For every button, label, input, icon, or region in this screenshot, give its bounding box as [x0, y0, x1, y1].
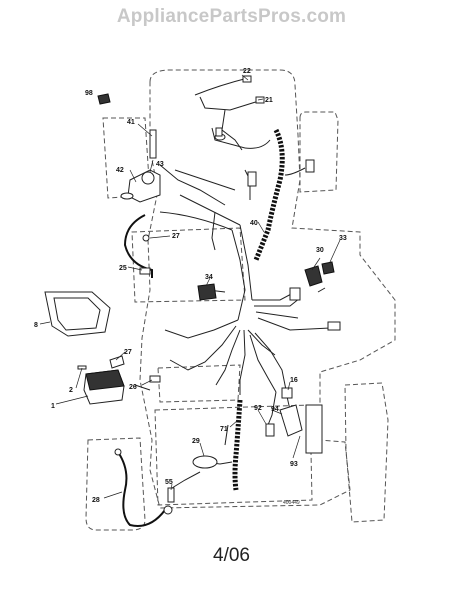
watermark: AppliancePartsPros.com	[116, 6, 347, 27]
bolt-41	[149, 129, 157, 159]
connector-right-1	[289, 287, 301, 301]
tractor-outline	[85, 69, 396, 531]
callout-33: 33	[339, 235, 347, 242]
callout-27-lower: 27	[124, 349, 132, 356]
battery-top	[85, 369, 125, 391]
callout-41: 41	[127, 119, 135, 126]
ignition-knob-43	[141, 171, 155, 185]
harness-sleeve-71	[232, 399, 243, 491]
seat-switch-94	[279, 404, 303, 437]
callout-27-top: 27	[172, 233, 180, 240]
terminal-27-top	[142, 234, 150, 242]
callout-42: 42	[116, 167, 124, 174]
connector-34	[197, 283, 217, 301]
callout-93: 93	[290, 461, 298, 468]
cable-lug-upper	[114, 448, 122, 456]
connector-33	[321, 261, 335, 275]
callout-8: 8	[34, 322, 38, 329]
battery-tray-inner	[53, 297, 101, 331]
seat-switch-plate	[305, 404, 323, 454]
date-code: 4/06	[213, 545, 250, 566]
clip-26	[149, 375, 161, 383]
callout-25: 25	[119, 265, 127, 272]
connector-right-2	[327, 321, 341, 331]
callout-40: 40	[250, 220, 258, 227]
cable-lug-lower	[163, 505, 173, 515]
connector-right-3	[305, 159, 315, 173]
leader-lines	[39, 74, 341, 499]
callouts: 98 22 21 41 42 43 27 25 34 30 33 40 8 27…	[34, 68, 347, 506]
callout-29: 29	[192, 438, 200, 445]
terminal-27-lower	[109, 355, 125, 369]
ground-strap-25	[139, 267, 151, 275]
callout-43: 43	[156, 161, 164, 168]
drawing-code: 400449	[283, 500, 300, 506]
callout-92: 92	[254, 405, 262, 412]
callout-22: 22	[243, 68, 251, 75]
callout-28: 28	[92, 497, 100, 504]
callout-1: 1	[51, 403, 55, 410]
callout-55: 55	[165, 479, 173, 486]
ignition-nut	[120, 192, 134, 200]
callout-21: 21	[265, 97, 273, 104]
callout-94: 94	[271, 406, 279, 413]
callout-2: 2	[69, 387, 73, 394]
connector-left-top	[215, 127, 223, 137]
parts	[44, 75, 341, 515]
connector-92	[265, 423, 275, 437]
connector-16	[281, 387, 293, 399]
callout-30: 30	[316, 247, 324, 254]
callout-16: 16	[290, 377, 298, 384]
switch-30	[304, 265, 323, 287]
callout-71: 71	[220, 426, 228, 433]
harness-sleeve-40	[253, 128, 285, 261]
connector-right-4	[247, 171, 257, 187]
switch-connector-21	[255, 96, 265, 104]
connector-98	[97, 93, 111, 105]
headlight-29	[192, 455, 218, 469]
wire-harness	[134, 77, 331, 489]
bolt-55	[167, 487, 175, 503]
callout-34: 34	[205, 274, 213, 281]
callout-98: 98	[85, 90, 93, 97]
callout-26: 26	[129, 384, 137, 391]
